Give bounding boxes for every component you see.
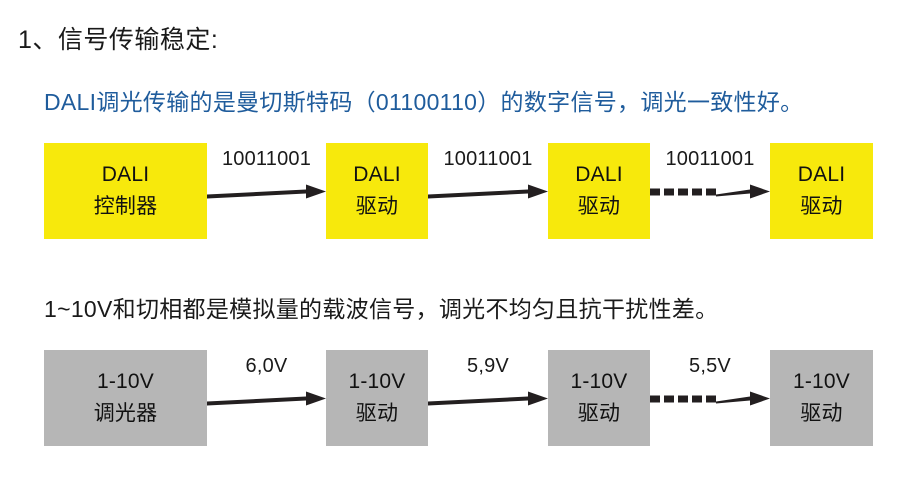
node-label-secondary: 驱动 [577,194,621,218]
connector-label: 10011001 [443,148,533,170]
arrow-right-dashed-icon [650,179,770,201]
node-label-primary: 1-10V [570,369,628,393]
node-label-primary: DALI [575,162,623,186]
node-label-primary: DALI [101,162,150,186]
dali-node-controller: DALI 控制器 [44,143,207,239]
connector-label: 5,9V [467,355,509,377]
dali-lead-text: DALI调光传输的是曼切斯特码（01100110）的数字信号，调光一致性好。 [44,89,804,115]
node-label-secondary: 驱动 [800,401,843,425]
node-label-primary: DALI [797,162,846,186]
dali-connector-1: 10011001 [207,143,326,239]
analog-node-driver-2: 1-10V 驱动 [548,350,650,446]
node-label-secondary: 驱动 [800,194,843,218]
node-label-primary: 1-10V [348,369,406,393]
arrow-right-icon [428,179,548,201]
node-label-primary: DALI [353,162,401,186]
arrow-right-icon [207,179,326,201]
dali-node-driver-3: DALI 驱动 [770,143,873,239]
arrow-right-icon [428,386,548,408]
analog-node-dimmer: 1-10V 调光器 [44,350,207,446]
dali-flow-diagram: DALI 控制器 10011001 DALI 驱动 10011001 [0,143,900,239]
page-title: 1、信号传输稳定: [18,26,219,54]
arrow-right-dashed-icon [650,386,770,408]
node-label-secondary: 驱动 [355,401,399,425]
dali-node-driver-2: DALI 驱动 [548,143,650,239]
analog-node-driver-1: 1-10V 驱动 [326,350,428,446]
connector-label: 10011001 [221,148,312,170]
analog-connector-2: 5,9V [428,350,548,446]
analog-connector-3: 5,5V [650,350,770,446]
node-label-secondary: 驱动 [577,401,621,425]
node-label-primary: 1-10V [792,369,851,393]
node-label-secondary: 控制器 [93,194,158,218]
analog-lead-text: 1~10V和切相都是模拟量的载波信号，调光不均匀且抗干扰性差。 [44,296,719,322]
dali-connector-3: 10011001 [650,143,770,239]
dali-connector-2: 10011001 [428,143,548,239]
node-label-secondary: 驱动 [355,194,399,218]
analog-node-driver-3: 1-10V 驱动 [770,350,873,446]
node-label-primary: 1-10V [96,369,155,393]
arrow-right-icon [207,386,326,408]
node-label-secondary: 调光器 [93,401,158,425]
connector-label: 10011001 [665,148,755,170]
connector-label: 5,5V [689,355,731,377]
connector-label: 6,0V [245,355,288,377]
analog-flow-diagram: 1-10V 调光器 6,0V 1-10V 驱动 5,9V 1-10V [0,350,900,446]
dali-node-driver-1: DALI 驱动 [326,143,428,239]
analog-connector-1: 6,0V [207,350,326,446]
